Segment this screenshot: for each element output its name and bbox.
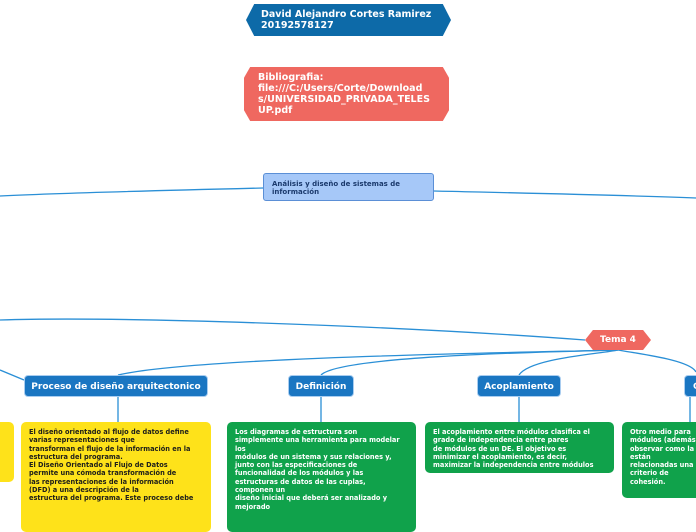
author-node[interactable]: David Alejandro Cortes Ramirez 201925781…: [246, 4, 451, 36]
note-line: de módulos de un DE. El objetivo es: [433, 444, 567, 453]
central-topic-label: Análisis y diseño de sistemas de informa…: [272, 180, 401, 196]
connector-left-offscreen: [0, 369, 25, 381]
bibliography-line: s/UNIVERSIDAD_PRIVADA_TELES: [258, 94, 430, 105]
note-line: Los diagramas de estructura son: [235, 428, 358, 436]
connector-tema-t4: [617, 349, 696, 373]
yellow-note-offscreen[interactable]: [0, 422, 14, 482]
note-definicion[interactable]: Los diagramas de estructura son simpleme…: [227, 422, 416, 532]
bibliography-line: UP.pdf: [258, 105, 293, 116]
author-id: 20192578127: [261, 20, 334, 31]
author-name: David Alejandro Cortes Ramirez: [261, 9, 432, 20]
note-line: diseño inicial que deberá ser analizado …: [235, 494, 388, 503]
note-line: los: [235, 444, 246, 453]
note-line: relacionadas una: [630, 461, 694, 470]
note-line: transforman el flujo de la información e…: [29, 444, 191, 453]
note-line: estructuras de datos de las cuplas,: [235, 477, 366, 486]
note-line: módulos de un sistema y sus relaciones y…: [235, 452, 392, 461]
topic-acoplamiento-node[interactable]: Acoplamiento: [477, 375, 561, 397]
bibliography-node[interactable]: Bibliografia: file:///C:/Users/Corte/Dow…: [244, 67, 449, 121]
note-proceso[interactable]: El diseño orientado al flujo de datos de…: [21, 422, 211, 532]
topic-label: C: [693, 382, 696, 392]
note-line: El diseño orientado al flujo de datos de…: [29, 428, 189, 436]
topic-definicion-node[interactable]: Definición: [288, 375, 354, 397]
topic-label: Definición: [295, 382, 347, 392]
note-line: las representaciones de la información: [29, 477, 174, 486]
note-line: módulos (además: [630, 436, 696, 445]
note-line: componen un: [235, 486, 286, 495]
note-line: criterio de: [630, 469, 669, 478]
connector-lines: [0, 187, 696, 422]
bibliography-line: Bibliografia:: [258, 72, 324, 83]
note-line: permite una cómoda transformación de: [29, 469, 177, 478]
topic-label: Acoplamiento: [484, 382, 554, 392]
note-line: grado de independencia entre pares: [433, 436, 569, 445]
central-topic-node[interactable]: Análisis y diseño de sistemas de informa…: [263, 173, 434, 201]
note-line: El acoplamiento entre módulos clasifica …: [433, 428, 590, 436]
note-line: observar como la: [630, 444, 695, 453]
note-line: estructura del programa. Este proceso de…: [29, 494, 194, 503]
note-line: (DFD) a una descripción de la: [29, 486, 139, 495]
note-line: están: [630, 452, 651, 461]
note-line: Otro medio para: [630, 428, 691, 436]
connector-left-tema: [0, 318, 586, 341]
tema-node[interactable]: Tema 4: [585, 330, 651, 350]
connector-tema-t3: [518, 349, 619, 376]
topic-cohesion-node[interactable]: C: [684, 375, 696, 397]
topic-proceso-node[interactable]: Proceso de diseño arquitectonico: [24, 375, 208, 397]
note-line: funcionalidad de los módulos y las: [235, 469, 364, 478]
note-line: mejorado: [235, 502, 271, 511]
note-line: junto con las especificaciones de: [235, 461, 358, 470]
note-line: maximizar la independencia entre módulos: [433, 461, 594, 470]
connector-tema-t2: [320, 349, 619, 376]
note-line: varias representaciones que: [29, 436, 135, 445]
note-acoplamiento[interactable]: El acoplamiento entre módulos clasifica …: [425, 422, 614, 473]
topic-label: Proceso de diseño arquitectonico: [31, 382, 201, 392]
note-line: simplemente una herramienta para modelar: [235, 436, 400, 445]
note-line: minimizar el acoplamiento, es decir,: [433, 452, 568, 461]
note-line: estructura del programa.: [29, 452, 123, 461]
connector-central-left: [0, 187, 264, 197]
tema-label: Tema 4: [600, 335, 636, 345]
note-cohesion[interactable]: Otro medio para módulos (además observar…: [622, 422, 696, 498]
connector-central-right: [433, 190, 696, 199]
bibliography-line: file:///C:/Users/Corte/Download: [258, 83, 423, 94]
note-line: cohesión.: [630, 477, 666, 486]
note-line: El Diseño Orientado al Flujo de Datos: [29, 461, 168, 470]
